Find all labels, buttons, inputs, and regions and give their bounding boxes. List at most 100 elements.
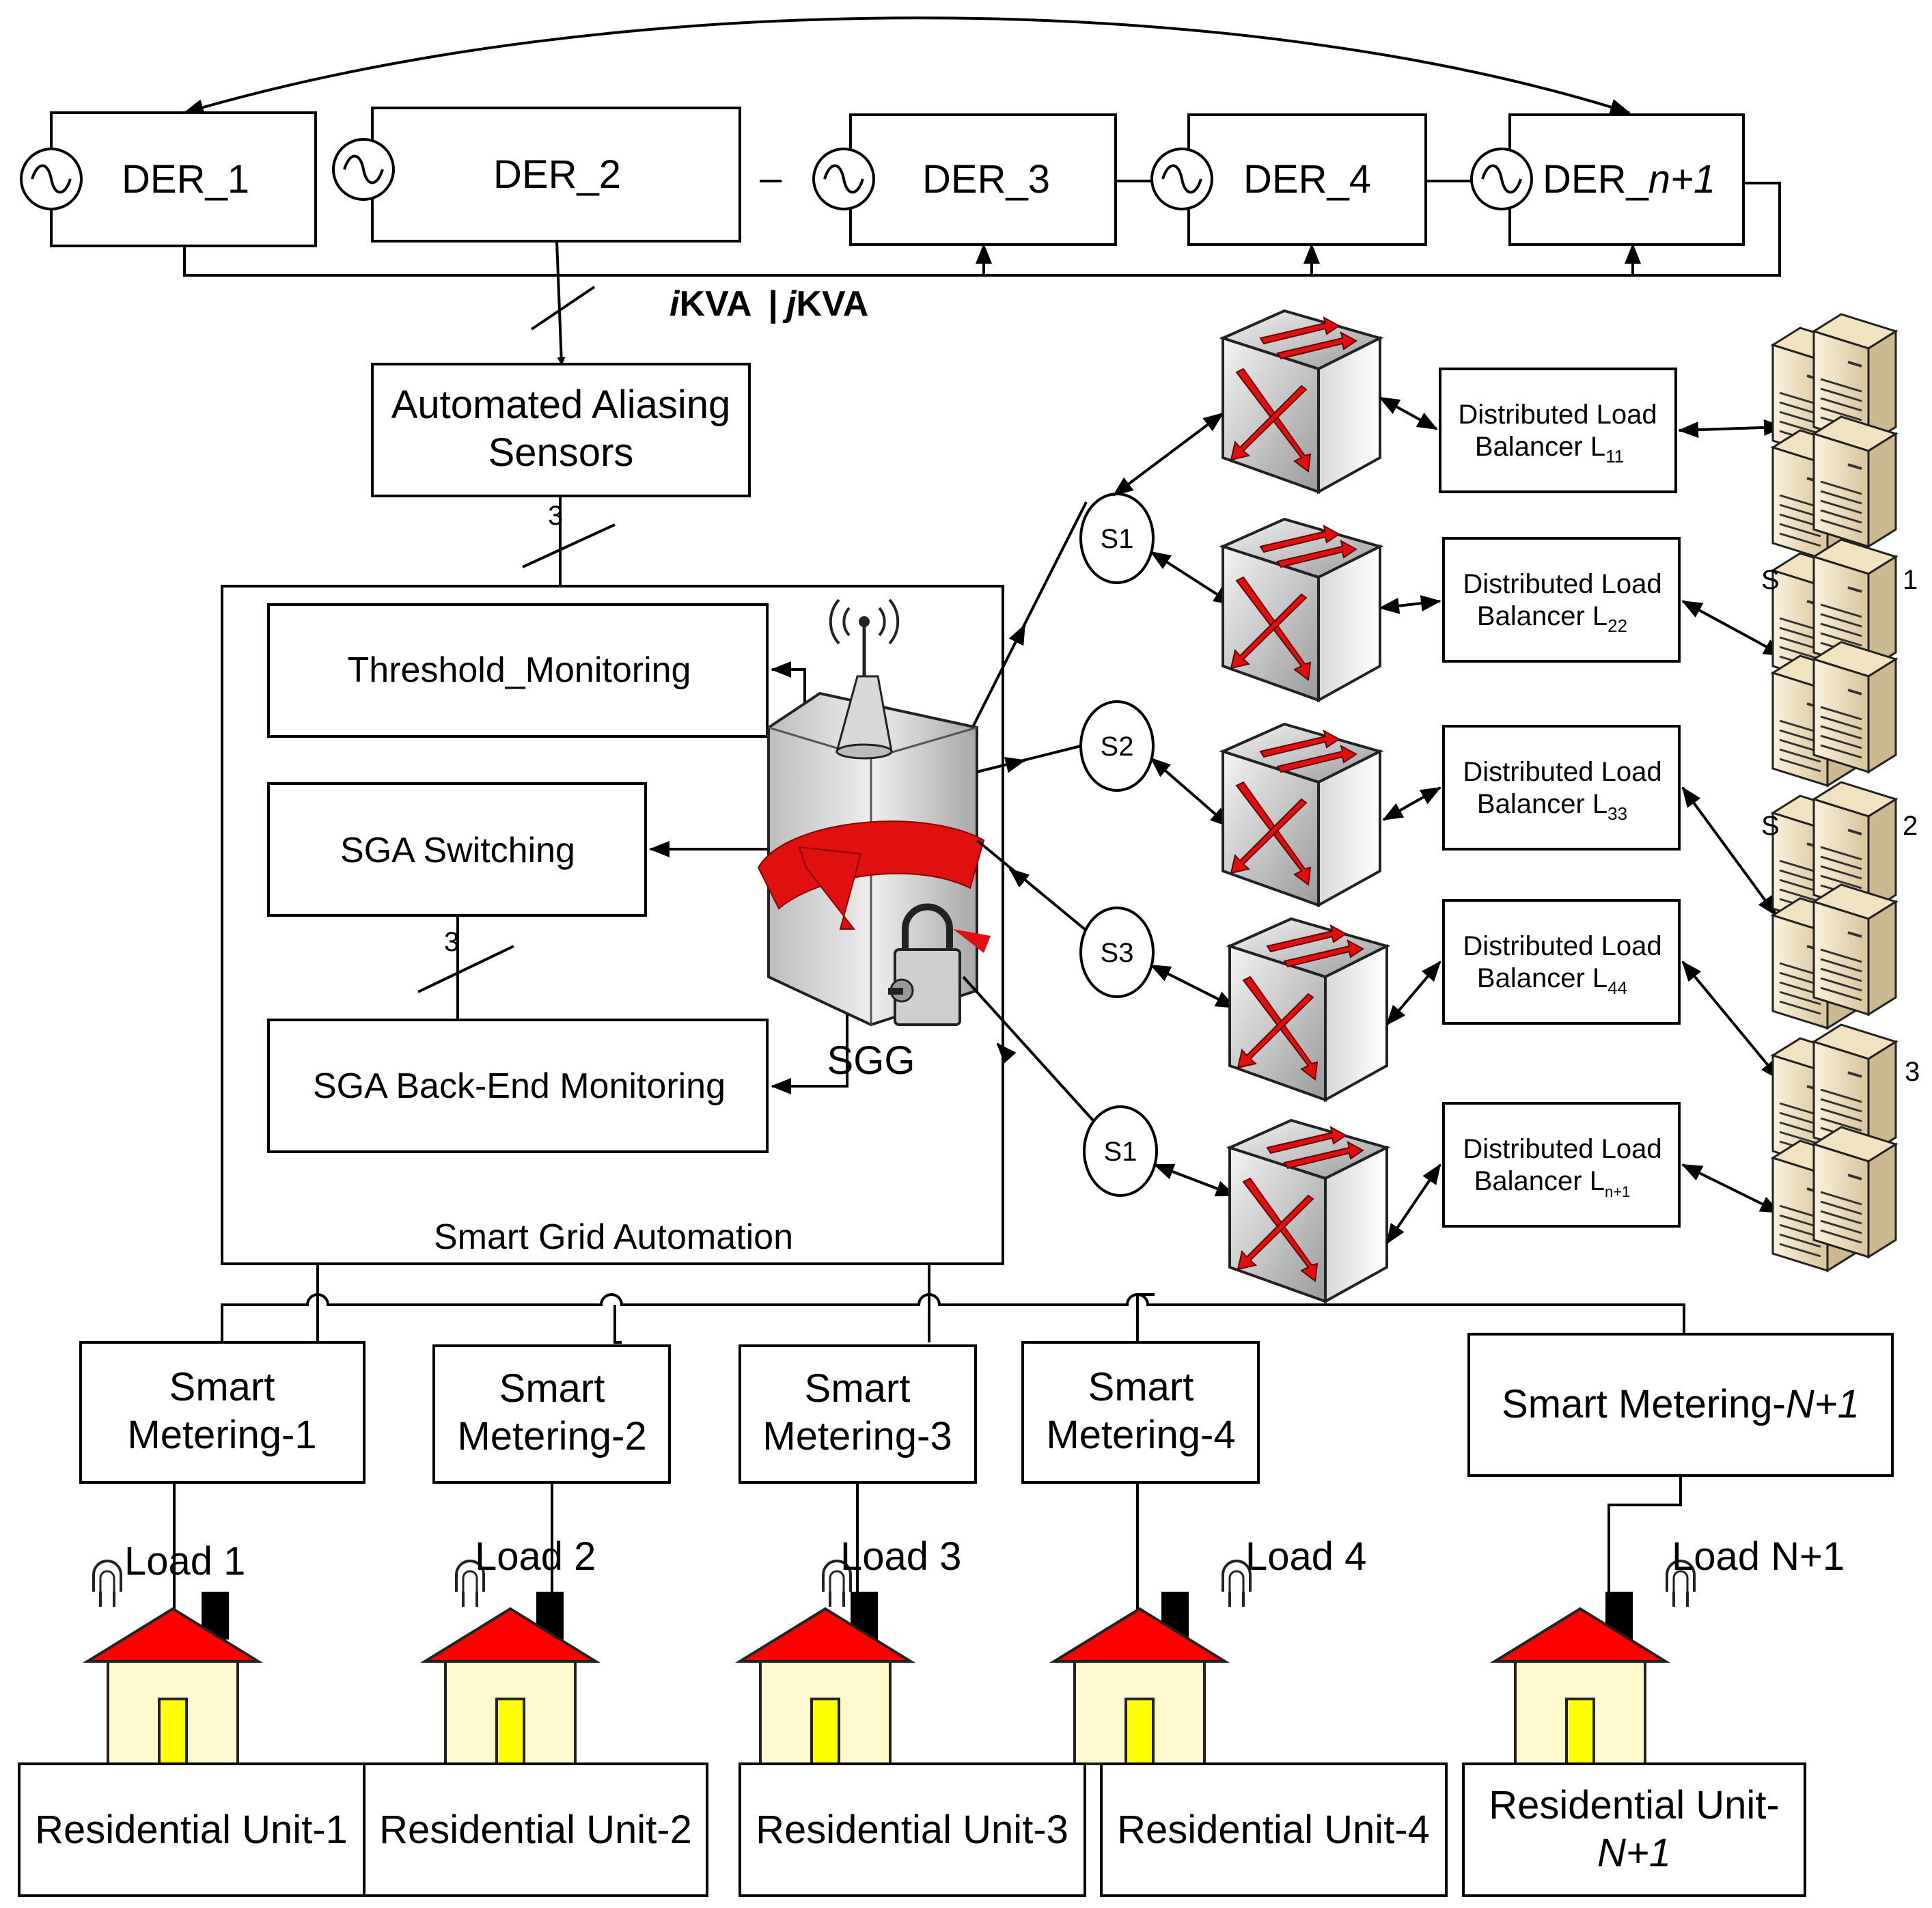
server-label: 3 [1905, 1057, 1920, 1087]
smart-meter-box [739, 1344, 977, 1484]
sga-bus-count: 3 [444, 927, 459, 957]
smart-meter-box [79, 1341, 365, 1484]
residential-label: Residential Unit-4 [1117, 1808, 1430, 1852]
switch-nodes: S1 S2 S3 S1 [1079, 493, 1158, 1197]
sine-wave-icon [343, 154, 384, 184]
sine-wave-icon [1161, 164, 1202, 194]
der-4-label: DER_4 [1243, 157, 1371, 202]
residential-label: Residential Unit- [1489, 1783, 1780, 1827]
residential-label: Residential Unit-2 [379, 1808, 692, 1852]
link [1678, 419, 1784, 439]
residential-label: Residential Unit-1 [35, 1808, 348, 1852]
der-collector-bus [183, 182, 1781, 277]
server-icon [1770, 1023, 1899, 1273]
roof-icon [1049, 1607, 1230, 1663]
house-icon [82, 1560, 264, 1765]
sga-drop [613, 1305, 622, 1344]
link [1150, 757, 1231, 828]
smart-meter-line1: Smart [169, 1365, 275, 1409]
load-balancer-box [1439, 368, 1677, 493]
link [1379, 595, 1441, 614]
load-balancer-line2: Balancer L44 [1477, 963, 1627, 998]
link [1112, 412, 1224, 497]
roof-icon [734, 1607, 916, 1663]
link [1681, 1163, 1781, 1214]
residential-box [739, 1762, 1086, 1897]
link [1681, 600, 1784, 657]
switch-node-label: S1 [1104, 1137, 1137, 1167]
sensors-label-line2: Sensors [488, 430, 634, 475]
meter-bus [304, 1293, 1685, 1342]
link [1004, 757, 1026, 773]
door-icon [1124, 1698, 1155, 1765]
door-icon [495, 1698, 525, 1765]
der-2-label: DER_2 [493, 152, 621, 197]
light-bulb-icon [1666, 1560, 1696, 1607]
load-balancer-line2: Balancer Ln+1 [1474, 1166, 1631, 1200]
der-n1-box [1508, 113, 1745, 246]
smart-meter-line1: Smart Metering-N+1 [1502, 1382, 1860, 1426]
backend-box [267, 1019, 769, 1153]
residential-box [1100, 1762, 1448, 1897]
link [1150, 551, 1234, 606]
network-switch-icon [1226, 917, 1391, 1103]
der-1-box [50, 111, 317, 247]
load-balancer-box [1442, 537, 1681, 663]
residential-label-italic: N+1 [1597, 1831, 1671, 1875]
link [1008, 868, 1030, 888]
server-label: 1 [1903, 565, 1918, 595]
sine-wave-icon [31, 164, 72, 194]
meter-line [1607, 1476, 1682, 1609]
link [1153, 1163, 1237, 1197]
threshold-label: Threshold_Monitoring [348, 650, 691, 690]
load-balancer-line2: Balancer L33 [1477, 789, 1627, 824]
door-icon [1565, 1698, 1595, 1765]
house-icon [1489, 1560, 1696, 1765]
sensors-label-line1: Automated Aliasing [391, 383, 731, 427]
roof-icon [82, 1607, 264, 1663]
server-label: S [1761, 811, 1780, 841]
server-icon [1770, 538, 1899, 788]
smart-meter-line1: Smart [499, 1366, 605, 1411]
smart-meter-line2: Metering-2 [457, 1414, 646, 1458]
load-balancer-line1: Distributed Load [1463, 931, 1661, 961]
meter-bus [221, 1303, 304, 1342]
der-1-label: DER_1 [122, 157, 249, 202]
load-balancer-line2: Balancer L11 [1475, 432, 1624, 467]
load-balancer-line1: Distributed Load [1463, 757, 1661, 787]
smart-meter-box [1021, 1341, 1260, 1484]
load-label: Load N+1 [1672, 1534, 1845, 1579]
load-label: Load 4 [1245, 1534, 1366, 1579]
network-switch-icon [1226, 1118, 1391, 1304]
link [996, 1042, 1017, 1064]
smart-meters: Smart Metering-1 Smart Metering-2 Smart … [79, 1333, 1894, 1484]
load-label: Load 3 [840, 1534, 961, 1579]
sine-wave-icon [1481, 164, 1522, 194]
residential-box [1462, 1762, 1806, 1897]
network-switches [1219, 309, 1391, 1304]
light-bulb-icon [92, 1560, 122, 1607]
load-label: Load 2 [475, 1534, 596, 1579]
residential-box [18, 1762, 365, 1897]
door-icon [158, 1698, 188, 1765]
sgg-label: SGG [827, 1038, 915, 1083]
smart-meter-line1: Smart [1088, 1365, 1194, 1409]
link [1382, 786, 1441, 821]
network-switch-icon [1219, 722, 1384, 908]
link [1681, 786, 1778, 917]
network-switch-icon [1219, 309, 1384, 495]
smart-meter-line1: Smart [805, 1366, 911, 1411]
link [976, 839, 1088, 932]
phase-slash [530, 286, 596, 331]
switch-node-label: S3 [1101, 938, 1134, 968]
smart-meter-line2: Metering-1 [127, 1413, 316, 1457]
link [972, 501, 1088, 726]
load-balancer-line2: Balancer L22 [1477, 601, 1627, 636]
door-icon [810, 1698, 840, 1765]
house-icon [419, 1560, 601, 1765]
switch-node-label: S1 [1101, 524, 1134, 554]
link [976, 745, 1081, 773]
link [1385, 960, 1441, 1026]
light-bulb-icon [1222, 1560, 1252, 1607]
